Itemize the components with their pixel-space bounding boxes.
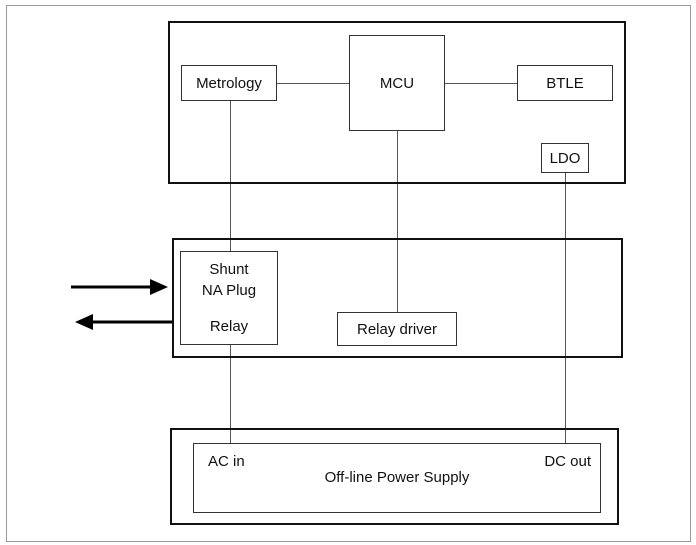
mcu-box: MCU — [349, 35, 445, 131]
wire-metrology-mcu — [277, 83, 349, 84]
wire-mcu-relay-driver — [397, 131, 398, 312]
metrology-label: Metrology — [196, 74, 262, 92]
ldo-label: LDO — [549, 149, 581, 167]
wire-ldo-dc-out — [565, 173, 566, 444]
diagram-frame — [6, 5, 691, 542]
na-plug-label: NA Plug — [201, 282, 257, 299]
btle-label: BTLE — [546, 74, 584, 92]
relay-driver-box: Relay driver — [337, 312, 457, 346]
wire-mcu-btle — [445, 83, 517, 84]
input-arrow — [71, 279, 168, 295]
btle-box: BTLE — [517, 65, 613, 101]
metrology-box: Metrology — [181, 65, 277, 101]
power-supply-label: Off-line Power Supply — [324, 469, 470, 486]
ac-in-label: AC in — [208, 453, 245, 470]
dc-out-label: DC out — [544, 453, 591, 470]
shunt-label: Shunt — [209, 261, 249, 278]
wire-metrology-shunt — [230, 101, 231, 251]
bottom-block — [170, 428, 619, 525]
relay-label: Relay — [209, 318, 249, 335]
wire-relay-ac-in — [230, 345, 231, 443]
top-block — [168, 21, 626, 184]
output-arrow — [75, 314, 172, 330]
mcu-label: MCU — [379, 74, 415, 92]
middle-block — [172, 238, 623, 358]
shunt-relay-box: Shunt NA Plug Relay — [180, 251, 278, 345]
ldo-box: LDO — [541, 143, 589, 173]
relay-driver-label: Relay driver — [356, 320, 438, 338]
power-supply-box: AC in DC out Off-line Power Supply — [193, 443, 601, 513]
